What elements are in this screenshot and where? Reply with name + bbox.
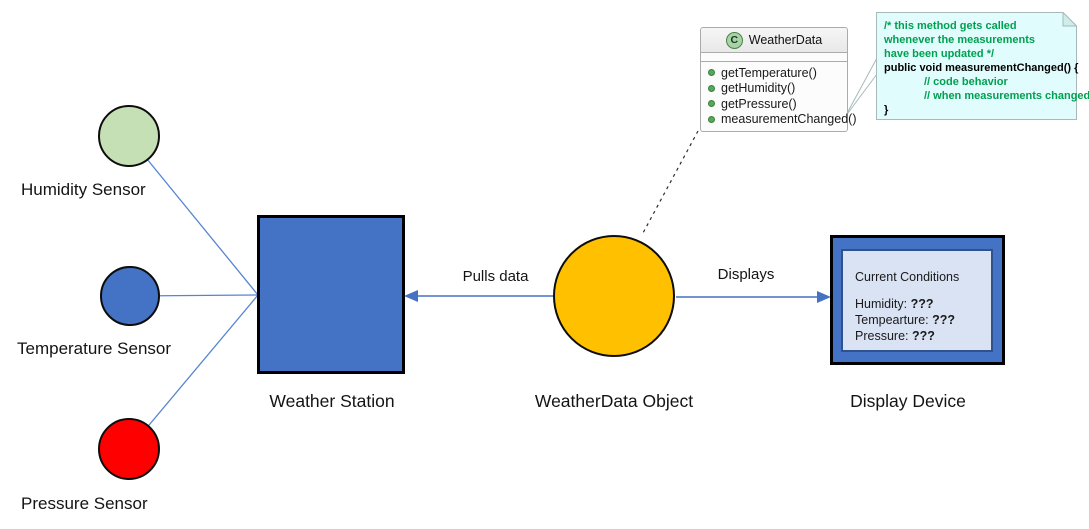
class-method: getPressure() [708,96,847,112]
uml-methods-section: getTemperature() getHumidity() getPressu… [701,62,857,131]
pulls-data-arrow [404,290,556,302]
note-line: whenever the measurements [884,34,1036,46]
pressure-sensor-circle [98,418,160,480]
method-bullet-icon [708,69,715,77]
class-method: measurementChanged() [708,112,857,128]
weather-station-label: Weather Station [269,391,395,411]
uml-class-box: C WeatherData getTemperature() getHumidi… [700,27,857,132]
reading-name: Tempearture: [855,313,933,327]
method-bullet-icon [708,115,715,123]
note-line: // when measurements changed [924,90,1089,102]
displays-arrow [676,291,831,303]
displays-label: Displays [717,266,775,283]
note-callout-pointer [844,57,878,118]
method-label: getHumidity() [721,81,796,96]
uml-class-header: C WeatherData [701,28,847,53]
dashed-association-line [642,130,699,234]
note-line: have been updated */ [884,48,995,60]
temperature-sensor-label: Temperature Sensor [17,339,172,358]
note-line: /* this method gets called [884,20,1017,32]
note-line: } [884,104,889,116]
class-method: getHumidity() [708,81,847,97]
screen-title: Current Conditions [855,270,960,284]
note-text: /* this method gets called whenever the … [876,12,1089,117]
class-name: WeatherData [748,33,823,47]
temperature-sensor-circle [100,266,160,326]
code-note: /* this method gets called whenever the … [876,12,1089,120]
reading-row: Humidity: ??? [855,296,991,312]
weather-station-box [257,215,405,374]
weatherdata-object-label: WeatherData Object [534,391,694,411]
humidity-sensor-circle [98,105,160,167]
class-icon: C [725,31,743,49]
uml-fields-section [701,53,847,62]
weatherdata-object-circle [553,235,675,357]
method-label: getTemperature() [721,65,817,80]
note-background [876,12,1077,120]
method-bullet-icon [708,100,715,108]
method-label: measurementChanged() [721,112,857,127]
method-label: getPressure() [721,96,797,111]
pressure-connector-line [128,294,259,450]
display-device-label: Display Device [850,391,966,411]
class-method: getTemperature() [708,65,847,81]
pressure-sensor-label: Pressure Sensor [21,494,148,513]
humidity-sensor-label: Humidity Sensor [21,180,146,199]
display-device-box: Current Conditions Humidity: ??? Tempear… [830,235,1005,365]
reading-value: ??? [911,329,935,343]
reading-name: Humidity: [855,297,911,311]
reading-value: ??? [910,297,934,311]
humidity-connector-line [128,136,259,296]
note-line: public void measurementChanged() { [884,62,1079,74]
pulls-data-label: Pulls data [462,268,529,285]
method-bullet-icon [708,84,715,92]
display-screen: Current Conditions Humidity: ??? Tempear… [841,249,993,352]
reading-value: ??? [932,313,956,327]
reading-row: Tempearture: ??? [855,312,991,328]
reading-row: Pressure: ??? [855,328,991,344]
screen-readings: Humidity: ??? Tempearture: ??? Pressure:… [855,296,991,344]
reading-name: Pressure: [855,329,912,343]
note-line: // code behavior [924,76,1008,88]
